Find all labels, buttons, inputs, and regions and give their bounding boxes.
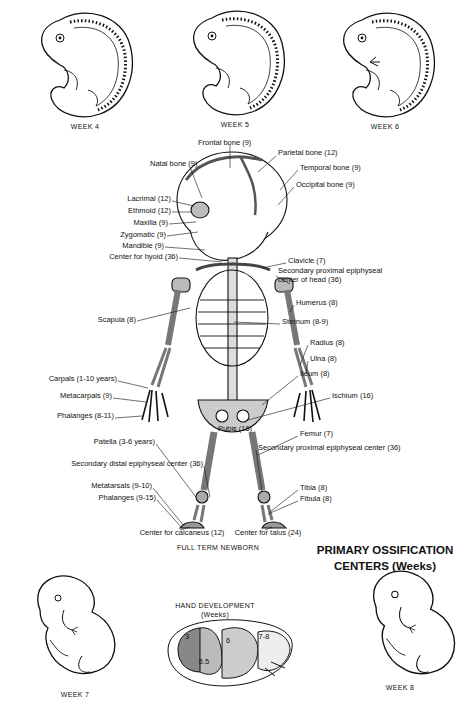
bone-label: Metatarsals (9-10) xyxy=(91,481,152,490)
bone-label: Center for hyoid (36) xyxy=(109,252,178,261)
bone-label: 5.5 xyxy=(194,657,214,666)
bone-label: Humerus (8) xyxy=(296,298,338,307)
bone-label: Tibia (8) xyxy=(300,483,327,492)
bone-label: HAND DEVELOPMENT (Weeks) xyxy=(170,601,260,619)
bone-label: Sternum (8-9) xyxy=(282,317,328,326)
bone-label: Phalanges (9-15) xyxy=(98,493,156,502)
bone-label: Temporal bone (9) xyxy=(300,163,361,172)
bone-label: Center for talus (24) xyxy=(223,528,313,537)
bone-label: WEEK 6 xyxy=(355,122,415,131)
bone-label: Radius (8) xyxy=(310,338,345,347)
bone-label: 3 xyxy=(177,632,197,641)
bone-label: Maxilla (9) xyxy=(133,218,168,227)
bone-label: Natal bone (9) xyxy=(150,159,198,168)
bone-label: Ulna (8) xyxy=(310,354,337,363)
bone-label: Secondary proximal epiphyseal center (36… xyxy=(258,443,401,452)
bone-label: Phalanges (8-11) xyxy=(57,411,114,420)
bone-label: Femur (7) xyxy=(300,429,333,438)
title: PRIMARY OSSIFICATION CENTERS (Weeks) xyxy=(300,542,470,574)
bone-label: Frontal bone (9) xyxy=(198,138,251,147)
bone-label: FULL TERM NEWBORN xyxy=(158,543,278,552)
bone-label: Clavicle (7) xyxy=(288,256,326,265)
bone-label: Occipital bone (9) xyxy=(296,180,355,189)
bone-label: Pubis (16) xyxy=(205,424,265,433)
bone-label: Carpals (1-10 years) xyxy=(49,374,117,383)
bone-label: Secondary proximal epiphyseal center of … xyxy=(278,266,400,284)
bone-label: Zygomatic (9) xyxy=(120,230,166,239)
bone-label: Mandible (9) xyxy=(122,241,164,250)
bone-label: 7-8 xyxy=(252,632,276,641)
bone-label: Ethmoid (12) xyxy=(128,206,171,215)
bone-label: Ischium (16) xyxy=(332,391,373,400)
bone-label: WEEK 4 xyxy=(55,122,115,131)
bone-label: Metacarpals (9) xyxy=(60,391,112,400)
bone-label: Ileum (8) xyxy=(300,369,330,378)
bone-label: WEEK 8 xyxy=(370,683,430,692)
bone-label: Parietal bone (12) xyxy=(278,148,338,157)
bone-label: Secondary distal epiphyseal center (36) xyxy=(71,459,203,468)
bone-label: Patella (3-6 years) xyxy=(94,437,155,446)
bone-label: 6 xyxy=(218,636,238,645)
bone-label: WEEK 5 xyxy=(205,120,265,129)
bone-label: WEEK 7 xyxy=(45,690,105,699)
bone-label: Lacrimal (12) xyxy=(127,194,171,203)
bone-label: Scapula (8) xyxy=(98,315,136,324)
bone-label: Center for calcaneus (12) xyxy=(132,528,232,537)
bone-label: Fibula (8) xyxy=(300,494,332,503)
